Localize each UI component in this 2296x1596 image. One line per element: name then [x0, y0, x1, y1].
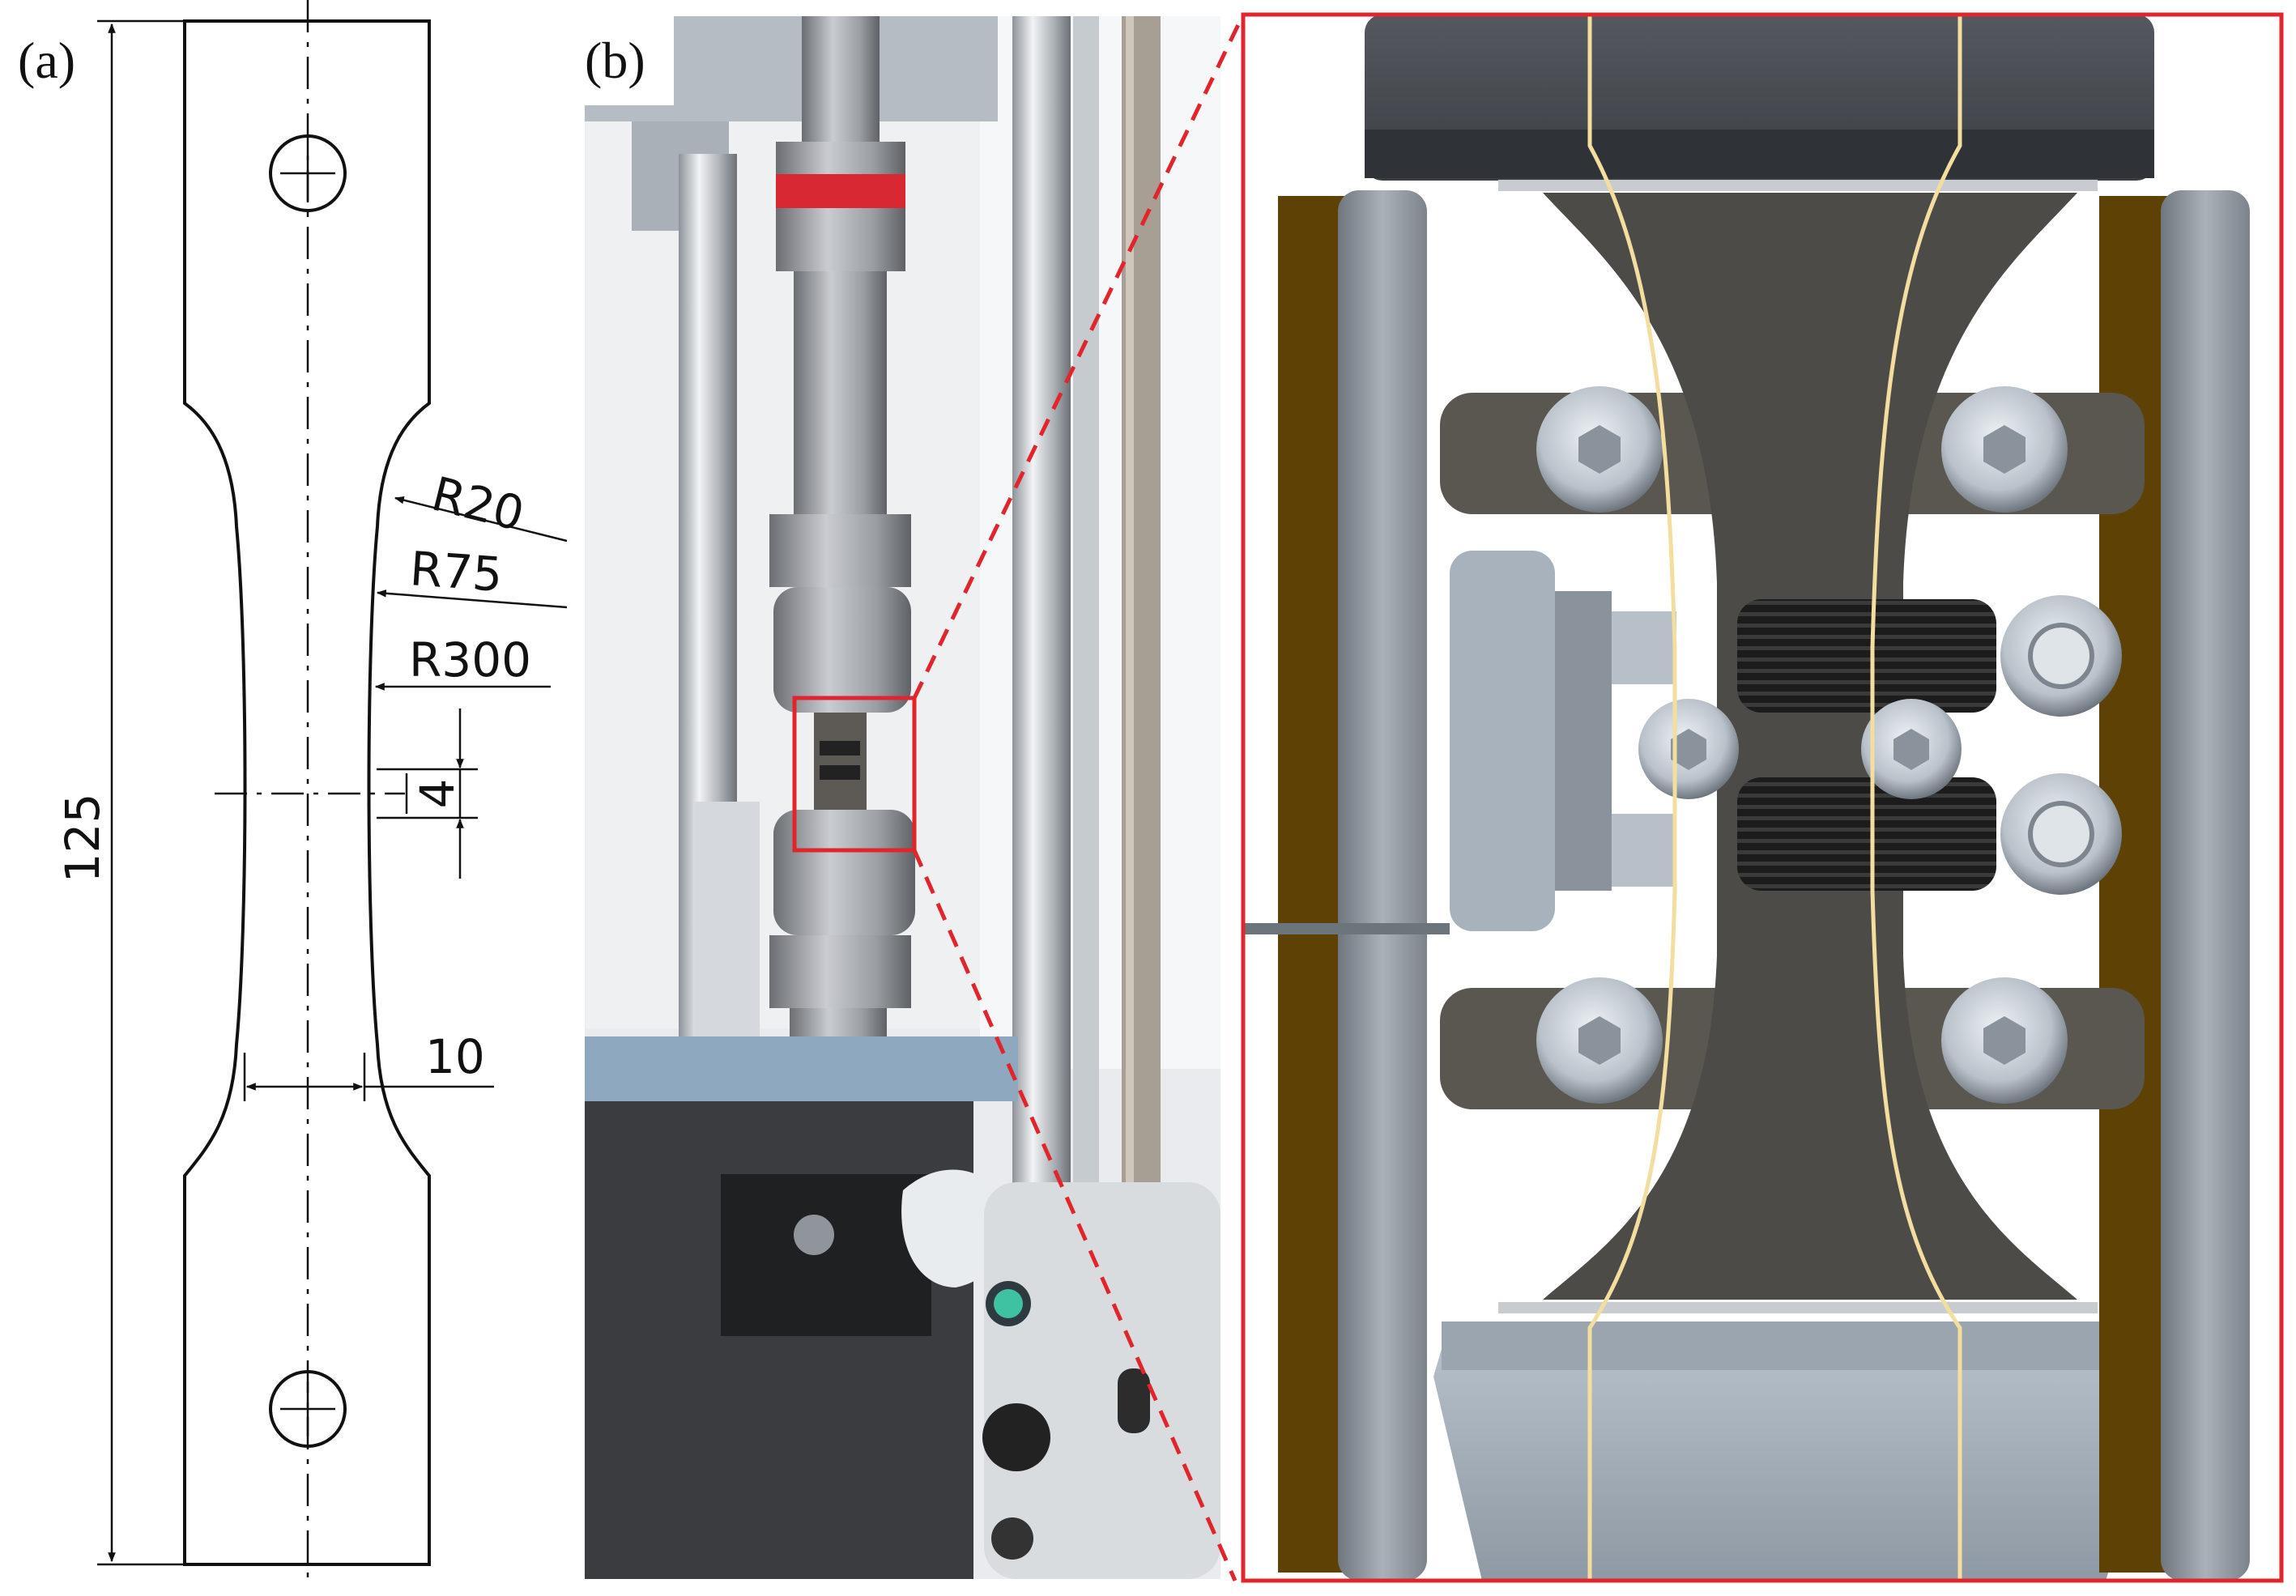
radius-callouts: R20 R75 R300: [374, 466, 568, 691]
gauge-width-dimension: 10: [243, 1029, 494, 1101]
gauge-length-dimension: 4: [377, 709, 478, 879]
gauge-length-label: 4: [410, 779, 465, 809]
lower-clamp-block: [1433, 1321, 2170, 1581]
bolt-icon: [1861, 699, 1962, 799]
zoom-connector-lines: [912, 13, 1246, 1582]
specimen-body: [1543, 193, 2077, 1300]
radius-r300-label: R300: [409, 632, 531, 687]
panel-b-label-bg: [585, 16, 674, 105]
specimen-profile-outline: [1587, 15, 1677, 1581]
panel-a-label: (a): [18, 32, 75, 89]
zoom-region-box: [792, 696, 917, 853]
gauge-width-label: 10: [425, 1029, 485, 1084]
zoom-frame: [1241, 12, 2284, 1583]
bolt-icon: [1941, 977, 2068, 1104]
lower-spring: [1737, 777, 1996, 891]
bolt-icon: [1536, 977, 1663, 1104]
panel-b-label: (b): [585, 32, 645, 89]
extensometer-body: [1450, 551, 1555, 931]
bolt-icon: [1536, 386, 1663, 513]
specimen-outline: [183, 19, 431, 1566]
panel-a: (a) 125 R20 R75: [18, 0, 568, 1583]
hole-bottom-icon: [269, 1370, 347, 1448]
total-length-label: 125: [55, 794, 110, 883]
panel-zoom-cad: [1241, 12, 2284, 1583]
bolt-icon: [1638, 699, 1739, 799]
left-side-frame: [1338, 190, 1427, 1581]
radius-r20-label: R20: [427, 466, 530, 543]
panel-b: (b): [585, 16, 1220, 1579]
hole-top-icon: [269, 134, 347, 212]
bolt-icon: [1941, 386, 2068, 513]
nut-icon: [2000, 773, 2122, 895]
test-rig-photo: [585, 16, 1220, 1579]
right-side-frame: [2161, 190, 2250, 1581]
upper-spring: [1737, 599, 1996, 713]
nut-icon: [2000, 595, 2122, 717]
radius-r75-label: R75: [408, 541, 505, 602]
total-length-dimension: 125: [55, 19, 185, 1566]
